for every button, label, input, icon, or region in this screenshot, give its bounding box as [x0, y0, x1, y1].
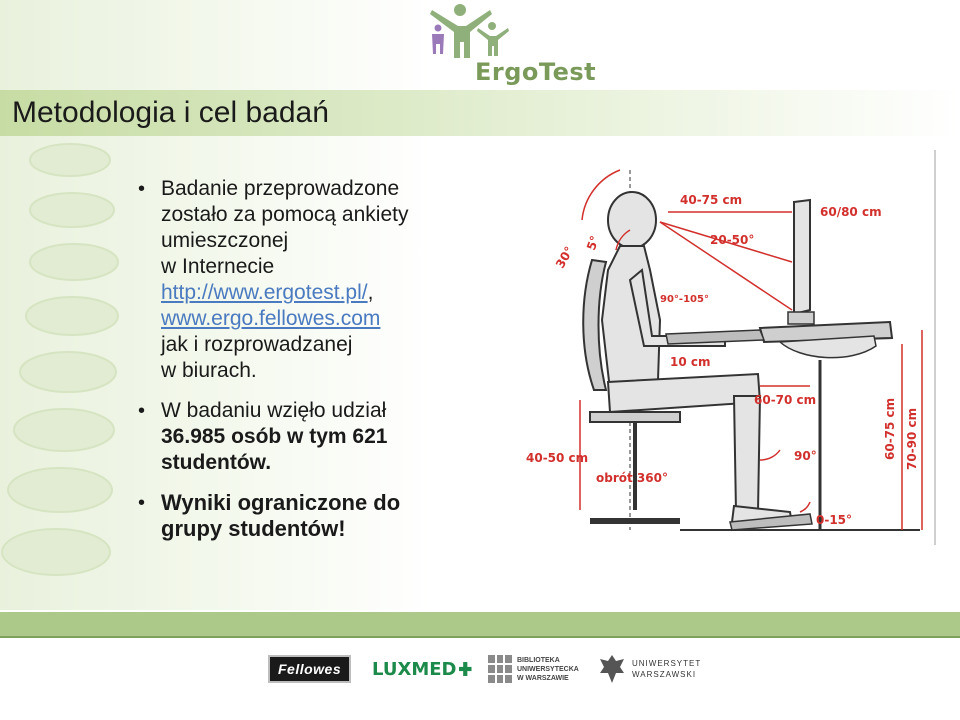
label-seat-height: 40-50 cm	[526, 451, 588, 465]
footer-divider	[0, 636, 960, 638]
library-grid-icon	[488, 655, 512, 683]
label-view-angle: 20-50°	[710, 233, 754, 247]
label-chair-rotation: obrót 360°	[596, 471, 668, 485]
label-arm-angle: 90°-105°	[660, 294, 709, 305]
bullet-text: studentów.	[161, 451, 272, 474]
bullet-text: W badaniu wzięło udział	[161, 399, 387, 422]
bullet-text: w Internecie	[161, 255, 275, 278]
uw-logo-text: UNIWERSYTET WARSZAWSKI	[632, 658, 701, 680]
bullet-text: jak i rozprowadzanej	[161, 333, 353, 356]
bullet-text: ,	[367, 281, 374, 304]
bullet-text: w biurach.	[161, 359, 257, 382]
ergotest-logo-text: ErgoTest	[475, 58, 597, 86]
fellowes-logo: Fellowes	[268, 652, 352, 686]
bullet-item-method: Badanie przeprowadzone zostało za pomocą…	[136, 176, 466, 384]
bullet-text: zostało za pomocą ankiety	[161, 203, 409, 226]
biblioteka-line: W WARSZAWIE	[517, 674, 569, 682]
bullet-text: 36.985 osób w tym 621	[161, 425, 388, 448]
uw-line: UNIWERSYTET	[632, 659, 702, 668]
biblioteka-line: BIBLIOTEKA	[517, 656, 560, 664]
label-foot-angle: 0-15°	[816, 513, 852, 527]
ergonomic-workstation-diagram: 40-75 cm 60/80 cm 20-50° 30° 5° 90°-105°…	[526, 150, 936, 545]
bullet-list: Badanie przeprowadzone zostało za pomocą…	[136, 176, 466, 556]
label-keyboard-distance: 10 cm	[670, 355, 711, 369]
label-head-tilt-5: 5°	[584, 234, 602, 252]
page-title: Metodologia i cel badań	[12, 96, 329, 129]
spine-decoration	[1, 143, 119, 576]
luxmed-logo-text: LUXMED	[372, 658, 457, 680]
bullet-text: grupy studentów!	[161, 516, 346, 541]
footer-band	[0, 612, 960, 636]
label-head-tilt-30: 30°	[553, 244, 576, 271]
label-eye-distance: 40-75 cm	[680, 193, 742, 207]
ergotest-link[interactable]: http://www.ergotest.pl/	[161, 281, 368, 304]
bullet-text: Wyniki ograniczone do	[161, 490, 401, 515]
fellowes-logo-text: Fellowes	[268, 655, 352, 683]
bullet-text: umieszczonej	[161, 229, 289, 252]
label-knee-space: 60-70 cm	[754, 393, 816, 407]
bullet-item-results: Wyniki ograniczone do grupy studentów!	[136, 490, 466, 542]
uw-line: WARSZAWSKI	[632, 670, 697, 679]
bullet-item-participants: W badaniu wzięło udział 36.985 osób w ty…	[136, 398, 466, 476]
cross-icon	[459, 662, 472, 676]
label-knee-angle: 90°	[794, 449, 817, 463]
title-band	[0, 90, 960, 136]
bullet-text: Badanie przeprowadzone	[161, 177, 400, 200]
biblioteka-logo-text: BIBLIOTEKA UNIWERSYTECKA W WARSZAWIE	[517, 656, 579, 683]
uw-logo: UNIWERSYTET WARSZAWSKI	[598, 652, 708, 686]
label-desk-height-2: 70-90 cm	[905, 408, 919, 470]
biblioteka-line: UNIWERSYTECKA	[517, 665, 579, 673]
label-desk-height-1: 60-75 cm	[883, 398, 897, 460]
biblioteka-logo: BIBLIOTEKA UNIWERSYTECKA W WARSZAWIE	[488, 652, 588, 686]
fellowes-link[interactable]: www.ergo.fellowes.com	[161, 307, 381, 330]
luxmed-logo: LUXMED	[372, 652, 472, 686]
ergotest-logo-icon	[430, 4, 509, 58]
label-screen-size: 60/80 cm	[820, 205, 882, 219]
eagle-crest-icon	[600, 655, 624, 683]
